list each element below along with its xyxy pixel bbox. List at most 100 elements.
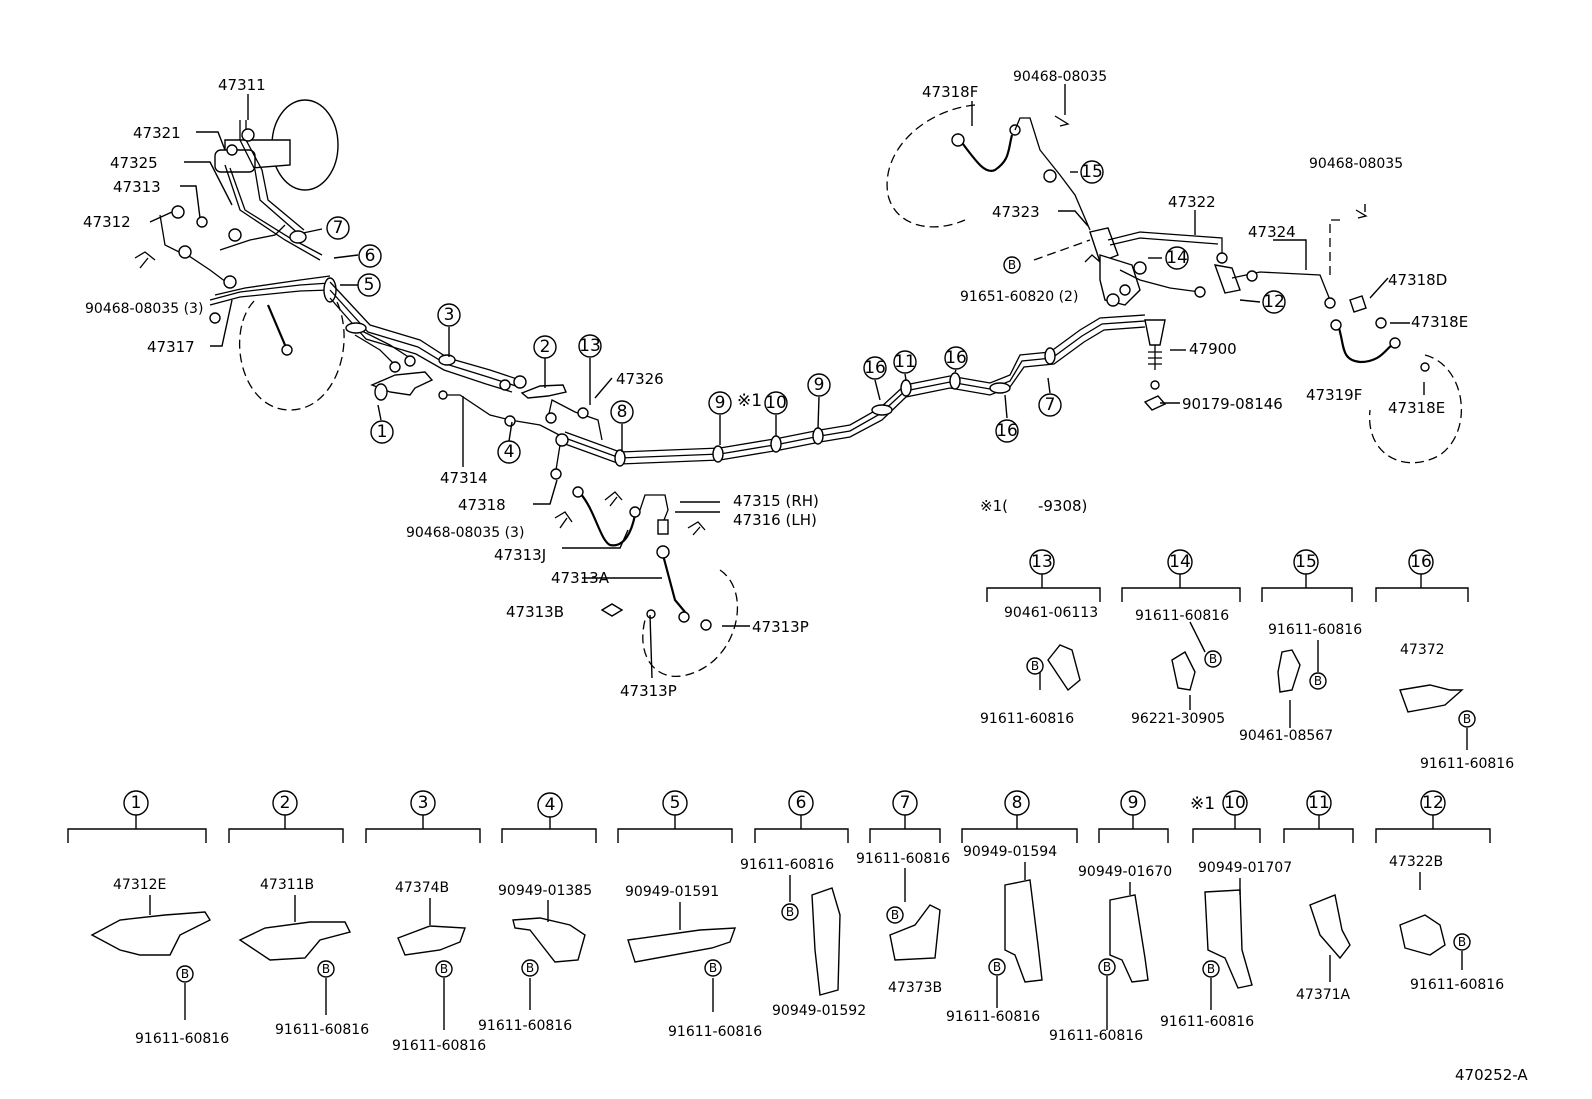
group-15-number: 15 <box>1295 552 1317 572</box>
group-2-bolt-marker-letter: B <box>322 962 330 976</box>
group-12-bolt-marker: B <box>1453 933 1471 951</box>
diagram-code: 470252-A <box>1455 1066 1528 1084</box>
group-9-callout: 9 <box>1120 790 1146 816</box>
svg-text:7: 7 <box>1045 395 1056 415</box>
group-16-label-1: 47372 <box>1400 642 1445 658</box>
group-1-bracket-part <box>90 911 212 956</box>
clip-icon-hose2 <box>687 521 706 536</box>
group-16-bracket <box>1375 587 1469 602</box>
group-15-bracket <box>1261 587 1353 602</box>
label-47319F: 47319F <box>1306 386 1362 404</box>
group-10-callout: 10 <box>1222 790 1248 816</box>
group-2-bracket <box>228 828 344 843</box>
callout-14: 14 <box>1165 246 1189 270</box>
bolt-marker-main: B <box>1003 256 1021 274</box>
group-4-label-2: 91611-60816 <box>478 1018 572 1034</box>
group-2-number: 2 <box>280 793 291 813</box>
group-13-label-2: 91611-60816 <box>980 711 1074 727</box>
part-labels: 47311 47321 47325 47313 47312 90468-0803… <box>83 69 1468 700</box>
label-47316: 47316 (LH) <box>733 511 817 529</box>
svg-text:9: 9 <box>715 393 726 413</box>
group-14-number: 14 <box>1169 552 1191 572</box>
group-16-bolt-marker-letter: B <box>1463 712 1471 726</box>
group-9-bracket <box>1098 828 1169 843</box>
label-47318D: 47318D <box>1388 271 1447 289</box>
group-1-bolt-marker-letter: B <box>181 967 189 981</box>
group-9-bolt-marker-letter: B <box>1103 960 1111 974</box>
callout-10: 10 <box>764 391 788 415</box>
group-6-bolt-marker: B <box>781 903 799 921</box>
callout-15: 15 <box>1080 160 1104 184</box>
version-note: ※1( -9308) <box>980 497 1087 515</box>
group-6-callout: 6 <box>788 790 814 816</box>
label-47326: 47326 <box>616 370 664 388</box>
callout-16a: 16 <box>863 356 887 380</box>
group-14-bracket-part <box>1171 651 1196 691</box>
group-3-label-1: 47374B <box>395 880 449 896</box>
group-6-bolt-marker-letter: B <box>786 905 794 919</box>
group-14-label-2: 96221-30905 <box>1131 711 1225 727</box>
group-1-callout: 1 <box>123 790 149 816</box>
label-47311: 47311 <box>218 76 266 94</box>
svg-text:10: 10 <box>765 393 787 413</box>
group-16-label-2: 91611-60816 <box>1420 756 1514 772</box>
label-47324: 47324 <box>1248 223 1296 241</box>
label-47312: 47312 <box>83 213 131 231</box>
svg-text:6: 6 <box>365 246 376 266</box>
group-13-bracket <box>986 587 1101 602</box>
group-1-label-1: 47312E <box>113 877 166 893</box>
group-5-label-2: 91611-60816 <box>668 1024 762 1040</box>
svg-text:1: 1 <box>377 422 388 442</box>
label-47313A: 47313A <box>551 569 610 587</box>
group-14-callout: 14 <box>1167 549 1193 575</box>
callout-4: 4 <box>497 440 521 464</box>
group-9-label-1: 90949-01670 <box>1078 864 1172 880</box>
group-10-label-2: 91611-60816 <box>1160 1014 1254 1030</box>
group-5-callout: 5 <box>662 790 688 816</box>
callout-10-mark: ※1 <box>737 391 762 411</box>
svg-text:15: 15 <box>1081 162 1103 182</box>
svg-text:11: 11 <box>894 352 916 372</box>
group-5-label-1: 90949-01591 <box>625 884 719 900</box>
label-47325: 47325 <box>110 154 158 172</box>
group-13-callout: 13 <box>1029 549 1055 575</box>
svg-text:9: 9 <box>814 375 825 395</box>
group-1-bracket <box>67 828 207 843</box>
callout-7b: 7 <box>1038 393 1062 417</box>
group-15-bolt-marker-letter: B <box>1314 674 1322 688</box>
group-10-number: 10 <box>1224 793 1246 813</box>
group-3-label-2: 91611-60816 <box>392 1038 486 1054</box>
group-8-bolt-marker-letter: B <box>993 960 1001 974</box>
group-4-bracket-part <box>512 917 586 963</box>
label-47900: 47900 <box>1189 340 1237 358</box>
callout-6: 6 <box>358 244 382 268</box>
group-1-number: 1 <box>131 793 142 813</box>
front-hardlines <box>159 120 337 324</box>
left-front-wheel-outline <box>238 289 345 411</box>
group-8-number: 8 <box>1012 793 1023 813</box>
rear-right-components <box>886 104 1462 464</box>
group-7-number: 7 <box>900 793 911 813</box>
leader-lines <box>149 84 1425 679</box>
svg-text:7: 7 <box>333 218 344 238</box>
label-47322: 47322 <box>1168 193 1216 211</box>
group-10-mark: ※1 <box>1190 794 1215 814</box>
label-47323: 47323 <box>992 203 1040 221</box>
group-13-number: 13 <box>1031 552 1053 572</box>
group-4-bracket <box>501 828 597 843</box>
group-8-callout: 8 <box>1004 790 1030 816</box>
group-4-label-1: 90949-01385 <box>498 883 592 899</box>
group-12-callout: 12 <box>1420 790 1446 816</box>
label-47313P-b: 47313P <box>620 682 677 700</box>
